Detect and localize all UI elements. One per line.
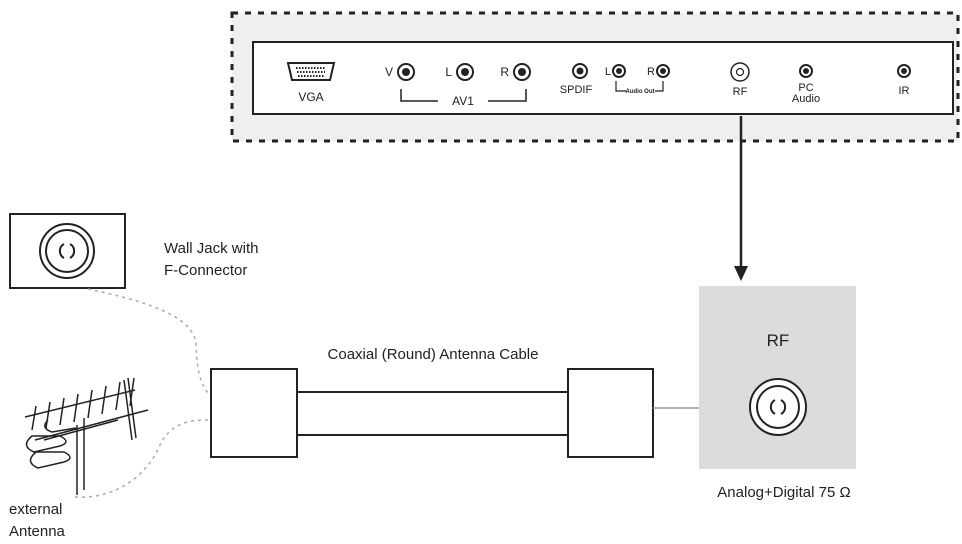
antenna-icon	[24, 377, 149, 495]
spdif-label: SPDIF	[560, 84, 593, 96]
coaxial-cable: Coaxial (Round) Antenna Cable	[210, 346, 750, 458]
audio-out-port-group: L R Audio Out	[605, 64, 670, 95]
av1-v-jack-icon	[397, 63, 415, 81]
rf-connection-arrow	[734, 116, 748, 281]
f-connector-icon	[39, 223, 95, 279]
ir-label: IR	[899, 85, 910, 97]
wall-jack-label-line2: F-Connector	[164, 262, 247, 279]
coaxial-cable-label: Coaxial (Round) Antenna Cable	[328, 346, 539, 363]
rf-port-label: RF	[733, 86, 748, 98]
wall-jack-wire	[87, 288, 211, 396]
rf-socket-icon	[749, 378, 807, 436]
vga-port: VGA	[286, 62, 336, 104]
rf-box-background	[699, 286, 856, 469]
rf-input-box: RF Analog+Digital 75 Ω	[699, 286, 856, 501]
av1-l-jack-icon	[456, 63, 474, 81]
panel-connector-strip	[252, 41, 954, 115]
ir-port: IR	[897, 64, 911, 97]
av1-bracket	[400, 89, 527, 102]
pc-audio-label-line1: PC	[798, 82, 813, 94]
audio-out-l-label: L	[605, 66, 611, 78]
antenna-wire	[74, 419, 211, 498]
rf-jack-icon	[730, 62, 750, 82]
spdif-jack-icon	[572, 63, 588, 79]
audio-out-group-label: Audio Out	[626, 89, 655, 95]
wall-jack: Wall Jack with F-Connector	[9, 213, 258, 289]
audio-out-l-jack-icon	[612, 64, 626, 78]
antenna-label-line2: Antenna	[9, 523, 66, 540]
av1-group-label: AV1	[452, 94, 474, 108]
pc-audio-port: PC Audio	[792, 64, 820, 105]
rf-box-caption: Analog+Digital 75 Ω	[717, 484, 850, 501]
cable-plug-right	[567, 368, 654, 458]
rf-box-title: RF	[767, 331, 790, 350]
vga-connector-icon	[286, 62, 336, 81]
cable-plug-left	[210, 368, 298, 458]
av1-r-jack-icon	[513, 63, 531, 81]
arrow-head-icon	[734, 266, 748, 281]
tv-rear-panel: VGA V L R AV1	[230, 11, 960, 143]
spdif-port: SPDIF	[560, 63, 593, 96]
cable-body	[296, 391, 569, 436]
pc-audio-label-line2: Audio	[792, 93, 820, 105]
audio-out-r-jack-icon	[656, 64, 670, 78]
av1-l-label: L	[445, 65, 452, 79]
rf-port: RF	[730, 62, 750, 98]
vga-label: VGA	[298, 90, 323, 104]
wall-jack-label-line1: Wall Jack with	[164, 240, 258, 257]
pc-audio-jack-icon	[799, 64, 813, 78]
av1-v-label: V	[385, 65, 393, 79]
audio-out-bracket	[615, 81, 664, 92]
av1-r-label: R	[500, 65, 509, 79]
av1-port-group: V L R AV1	[385, 63, 531, 108]
audio-out-r-label: R	[647, 66, 655, 78]
ir-jack-icon	[897, 64, 911, 78]
antenna-label-line1: external	[9, 501, 62, 518]
